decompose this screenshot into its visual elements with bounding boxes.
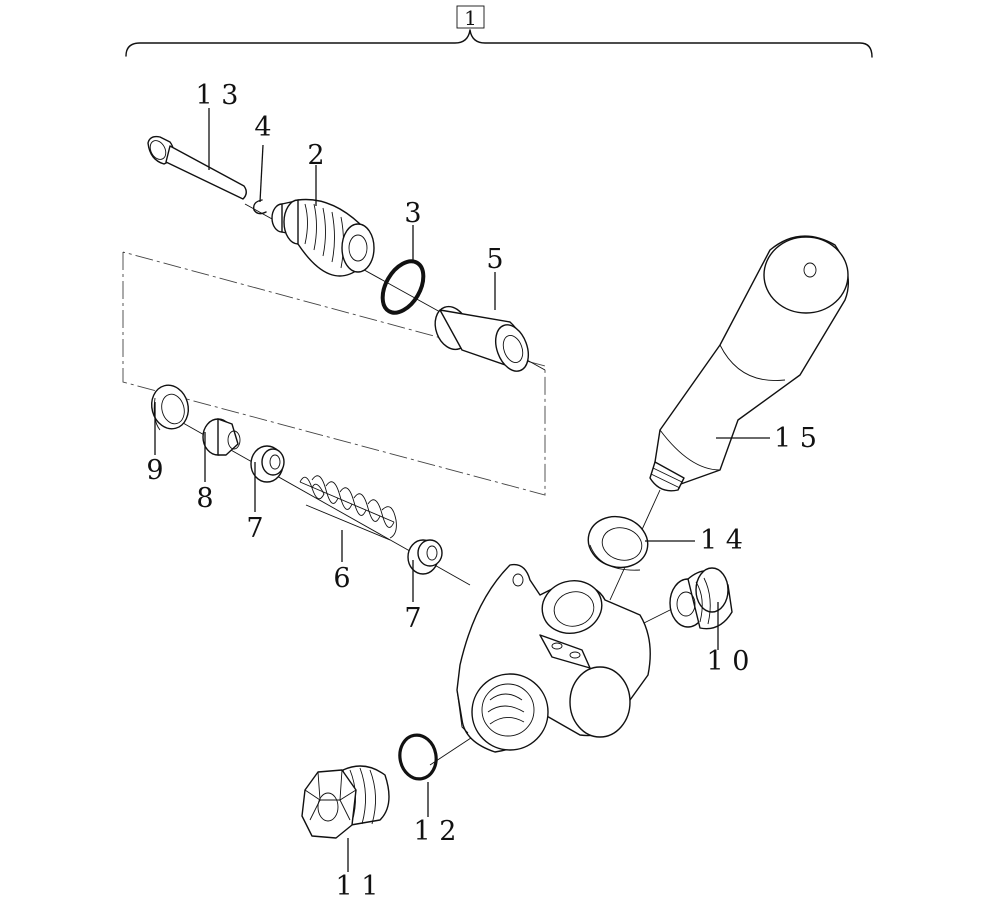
callout-4: 4 bbox=[254, 112, 271, 143]
callout-7-upper: 7 bbox=[246, 513, 263, 544]
leader-lines bbox=[154, 108, 770, 872]
cap-part bbox=[202, 418, 241, 456]
hex-plug-part bbox=[301, 765, 390, 839]
o-ring-part-lower bbox=[398, 733, 438, 781]
seal-cup-part bbox=[151, 384, 189, 431]
spring-part bbox=[299, 475, 397, 541]
assembly-bracket bbox=[125, 29, 873, 58]
callout-7-lower: 7 bbox=[404, 603, 421, 634]
cylinder-part bbox=[649, 235, 849, 492]
threaded-body-part bbox=[271, 198, 375, 277]
clip-ring-part bbox=[252, 199, 267, 215]
sealing-ring-part bbox=[587, 515, 649, 571]
callout-12: 1 2 bbox=[414, 816, 457, 847]
o-ring-part bbox=[380, 259, 426, 315]
callout-9: 9 bbox=[146, 455, 163, 486]
pump-body-part bbox=[456, 563, 651, 753]
plug-part bbox=[669, 567, 733, 630]
callout-10: 1 0 bbox=[707, 646, 750, 677]
callout-14: 1 4 bbox=[700, 525, 743, 556]
callout-13: 1 3 bbox=[196, 80, 239, 111]
washer-part-upper bbox=[250, 445, 285, 483]
pin-part bbox=[147, 135, 247, 200]
subassembly-boundary bbox=[122, 251, 546, 496]
assembly-marker: 1 bbox=[456, 5, 485, 30]
callout-5: 5 bbox=[486, 244, 503, 275]
washer-part-lower bbox=[407, 539, 443, 575]
callout-2: 2 bbox=[307, 140, 324, 171]
callout-11: 1 1 bbox=[336, 871, 379, 902]
callout-3: 3 bbox=[404, 198, 421, 229]
sleeve-part bbox=[434, 305, 530, 372]
callout-8: 8 bbox=[196, 483, 213, 514]
callout-6: 6 bbox=[333, 563, 350, 594]
callout-labels: 1 3 4 2 3 5 1 5 9 8 7 6 7 1 4 1 0 1 2 1 … bbox=[146, 80, 817, 902]
assembly-label: 1 bbox=[464, 6, 477, 30]
callout-15: 1 5 bbox=[774, 423, 817, 454]
